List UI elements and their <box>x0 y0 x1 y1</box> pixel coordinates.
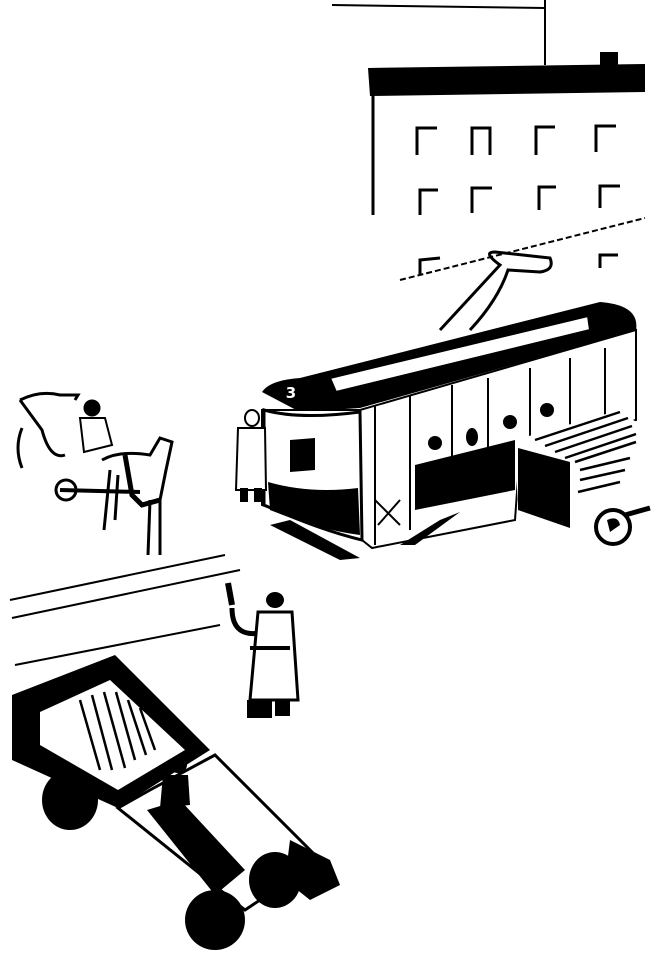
overhead-wires <box>331 0 546 65</box>
building-windows <box>415 124 620 275</box>
pedestrian-man <box>234 409 268 502</box>
horse-carriage <box>16 391 174 556</box>
building <box>368 52 646 281</box>
tram: 3 <box>261 250 637 560</box>
traffic-policeman <box>225 582 300 718</box>
tram-passengers <box>428 403 554 450</box>
street-lines <box>9 554 241 666</box>
delivery-truck <box>515 410 651 546</box>
open-bed-truck <box>12 655 340 950</box>
tram-route-number: 3 <box>286 384 296 402</box>
